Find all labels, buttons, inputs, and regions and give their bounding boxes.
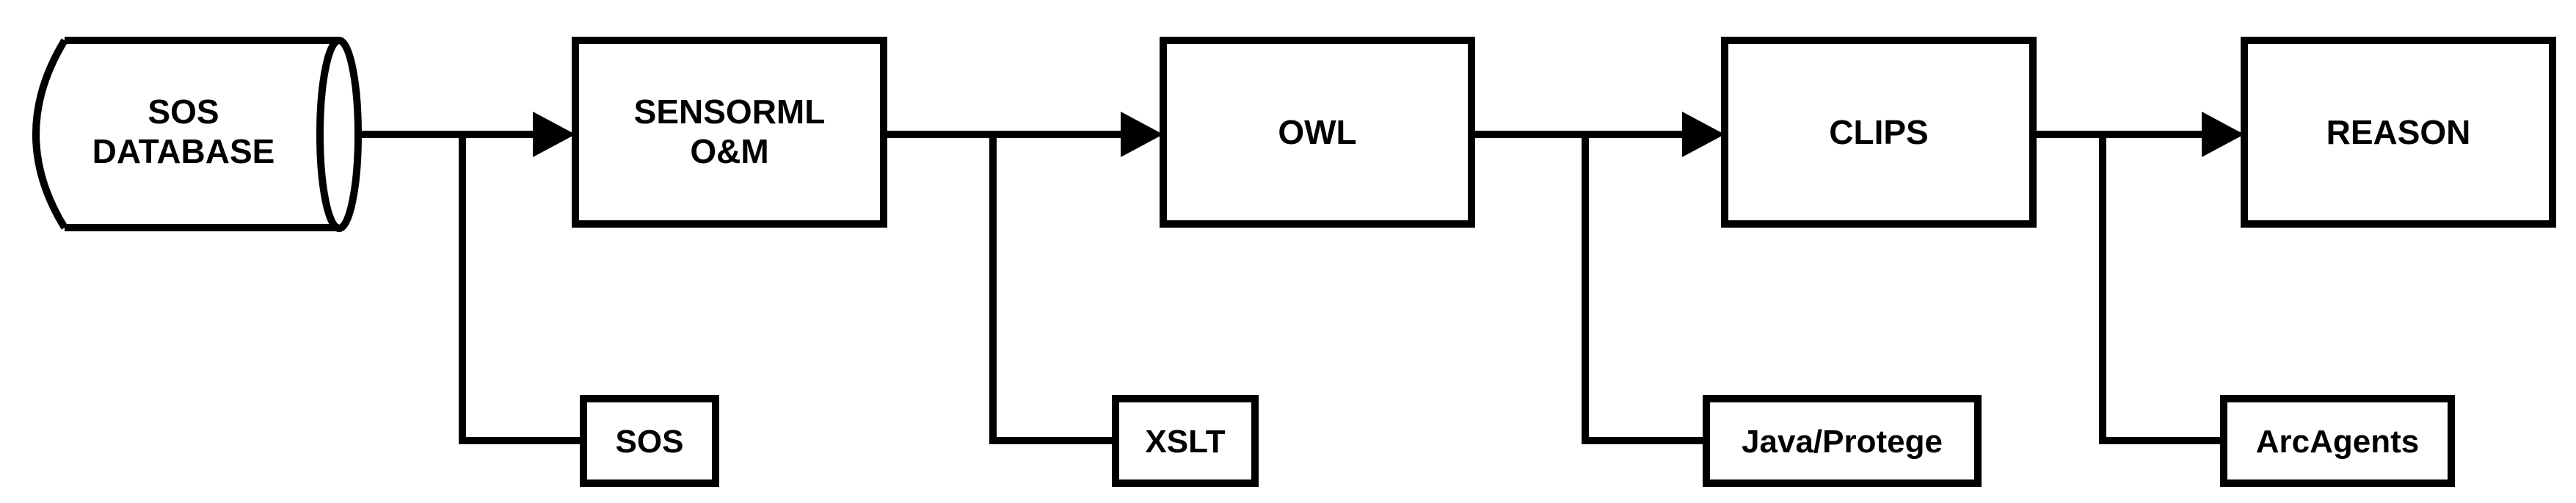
database-cylinder-end [316, 37, 362, 232]
sos-database-node [32, 37, 362, 232]
connector-java [1582, 134, 1706, 444]
database-cylinder-body [32, 37, 339, 231]
sos-tool-box [580, 395, 719, 487]
sensorml-label-line2: O&M [690, 132, 768, 170]
reason-label: REASON [2326, 113, 2471, 151]
connector-sos [459, 134, 583, 444]
arcagents-tool-box [2220, 395, 2455, 487]
clips-label: CLIPS [1829, 113, 1928, 151]
arrowhead-sensorml [533, 112, 575, 157]
arcagents-tool-label: ArcAgents [2256, 424, 2420, 460]
connector-xslt [989, 134, 1116, 444]
connector-arcagents [2099, 134, 2224, 444]
owl-label: OWL [1278, 113, 1356, 151]
arrowhead-owl [1121, 112, 1163, 157]
sos-tool-label: SOS [616, 424, 684, 460]
java-protege-tool-label: Java/Protege [1742, 424, 1943, 460]
xslt-tool-label: XSLT [1145, 424, 1225, 460]
database-label-line2: DATABASE [92, 132, 275, 170]
database-label-line1: SOS [148, 93, 219, 131]
reason-box [2241, 37, 2556, 228]
xslt-tool-box [1112, 395, 1259, 487]
sensorml-label-line1: SENSORML [634, 93, 826, 131]
arrowhead-clips [1682, 112, 1725, 157]
arrowhead-reason [2202, 112, 2244, 157]
java-protege-tool-box [1703, 395, 1982, 487]
